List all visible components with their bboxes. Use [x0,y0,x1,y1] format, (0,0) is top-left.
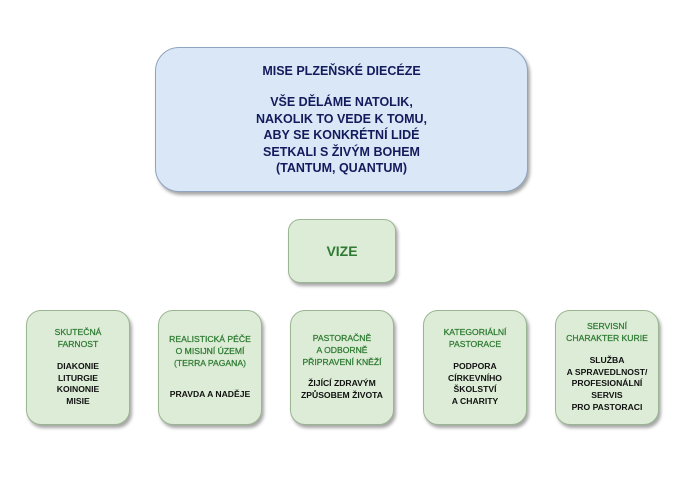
title-line: O MISIJNÍ ÚZEMÍ [175,346,245,357]
vision-box: VIZE [288,219,396,283]
pillar-body: ŽIJÍCÍ ZDRAVÝM ZPŮSOBEM ŽIVOTA [301,378,383,402]
pillar-card: SERVISNÍ CHARAKTER KURIE SLUŽBA A SPRAVE… [555,310,659,425]
title-line: CHARAKTER KURIE [566,333,648,343]
mission-line: ABY SE KONKRÉTNÍ LIDÉ [263,128,420,142]
body-line: PRO PASTORACI [571,401,643,412]
title-line: SKUTEČNÁ [54,327,102,338]
pillar-card: SKUTEČNÁ FARNOST DIAKONIE LITURGIE KOINO… [26,310,130,425]
mission-title: MISE PLZEŇSKÉ DIECÉZE [262,63,421,78]
body-line: KOINONIE [56,384,100,395]
title-line: PŘIPRAVENÍ KNĚŽÍ [302,356,382,367]
pillar-body: SLUŽBA A SPRAVEDLNOST/ PROFESIONÁLNÍ SER… [567,355,648,414]
body-line: DIAKONIE [56,360,100,371]
pillar-body: PODPORA CÍRKEVNÍHO ŠKOLSTVÍ A CHARITY [448,361,502,408]
pillar-card: PASTORAČNĚ A ODBORNĚ PŘIPRAVENÍ KNĚŽÍ ŽI… [290,310,394,425]
pillar-body: DIAKONIE LITURGIE KOINONIE MISIE [57,361,100,408]
body-line: PROFESIONÁLNÍ [571,378,643,389]
title-line: PASTORACE [448,338,502,349]
pillar-card: KATEGORIÁLNÍ PASTORACE PODPORA CÍRKEVNÍH… [423,310,527,425]
title-line: FARNOST [57,338,99,349]
body-line: ŠKOLSTVÍ [453,384,497,395]
mission-box: MISE PLZEŇSKÉ DIECÉZE VŠE DĚLÁME NATOLIK… [155,47,528,192]
mission-line: VŠE DĚLÁME NATOLIK, [270,95,413,109]
pillar-title: SKUTEČNÁ FARNOST [54,327,102,351]
body-line: A CHARITY [451,396,499,407]
mission-line: NAKOLIK TO VEDE K TOMU, [255,111,428,126]
body-line: A SPRAVEDLNOST/ [566,366,648,377]
pillar-card: REALISTICKÁ PÉČE O MISIJNÍ ÚZEMÍ (TERRA … [158,310,262,425]
title-line: SERVISNÍ [587,321,627,332]
pillar-title: PASTORAČNĚ A ODBORNĚ PŘIPRAVENÍ KNĚŽÍ [302,333,381,368]
body-line: PRAVDA A NADĚJE [169,388,251,399]
body-line: LITURGIE [57,372,99,383]
body-line: CÍRKEVNÍHO [448,372,502,383]
mission-line: (TANTUM, QUANTUM) [276,161,407,175]
title-line: PASTORAČNĚ [312,333,372,343]
body-line: PODPORA [453,360,497,371]
pillar-title: KATEGORIÁLNÍ PASTORACE [443,327,507,351]
title-line: REALISTICKÁ PÉČE [169,334,251,345]
body-line: ŽIJÍCÍ ZDRAVÝM [308,378,376,389]
body-line: SLUŽBA [589,354,625,365]
vision-label: VIZE [326,243,358,259]
mission-line: SETKALI S ŽIVÝM BOHEM [263,144,420,159]
body-line: MISIE [66,396,90,407]
title-line: (TERRA PAGANA) [174,358,246,368]
pillar-title: SERVISNÍ CHARAKTER KURIE [566,321,648,345]
title-line: A ODBORNĚ [316,344,368,355]
body-line: SERVIS [591,390,623,401]
pillar-body: PRAVDA A NADĚJE [170,389,251,401]
body-line: ZPŮSOBEM ŽIVOTA [301,390,383,401]
title-line: KATEGORIÁLNÍ [443,327,507,338]
pillar-title: REALISTICKÁ PÉČE O MISIJNÍ ÚZEMÍ (TERRA … [169,334,251,369]
